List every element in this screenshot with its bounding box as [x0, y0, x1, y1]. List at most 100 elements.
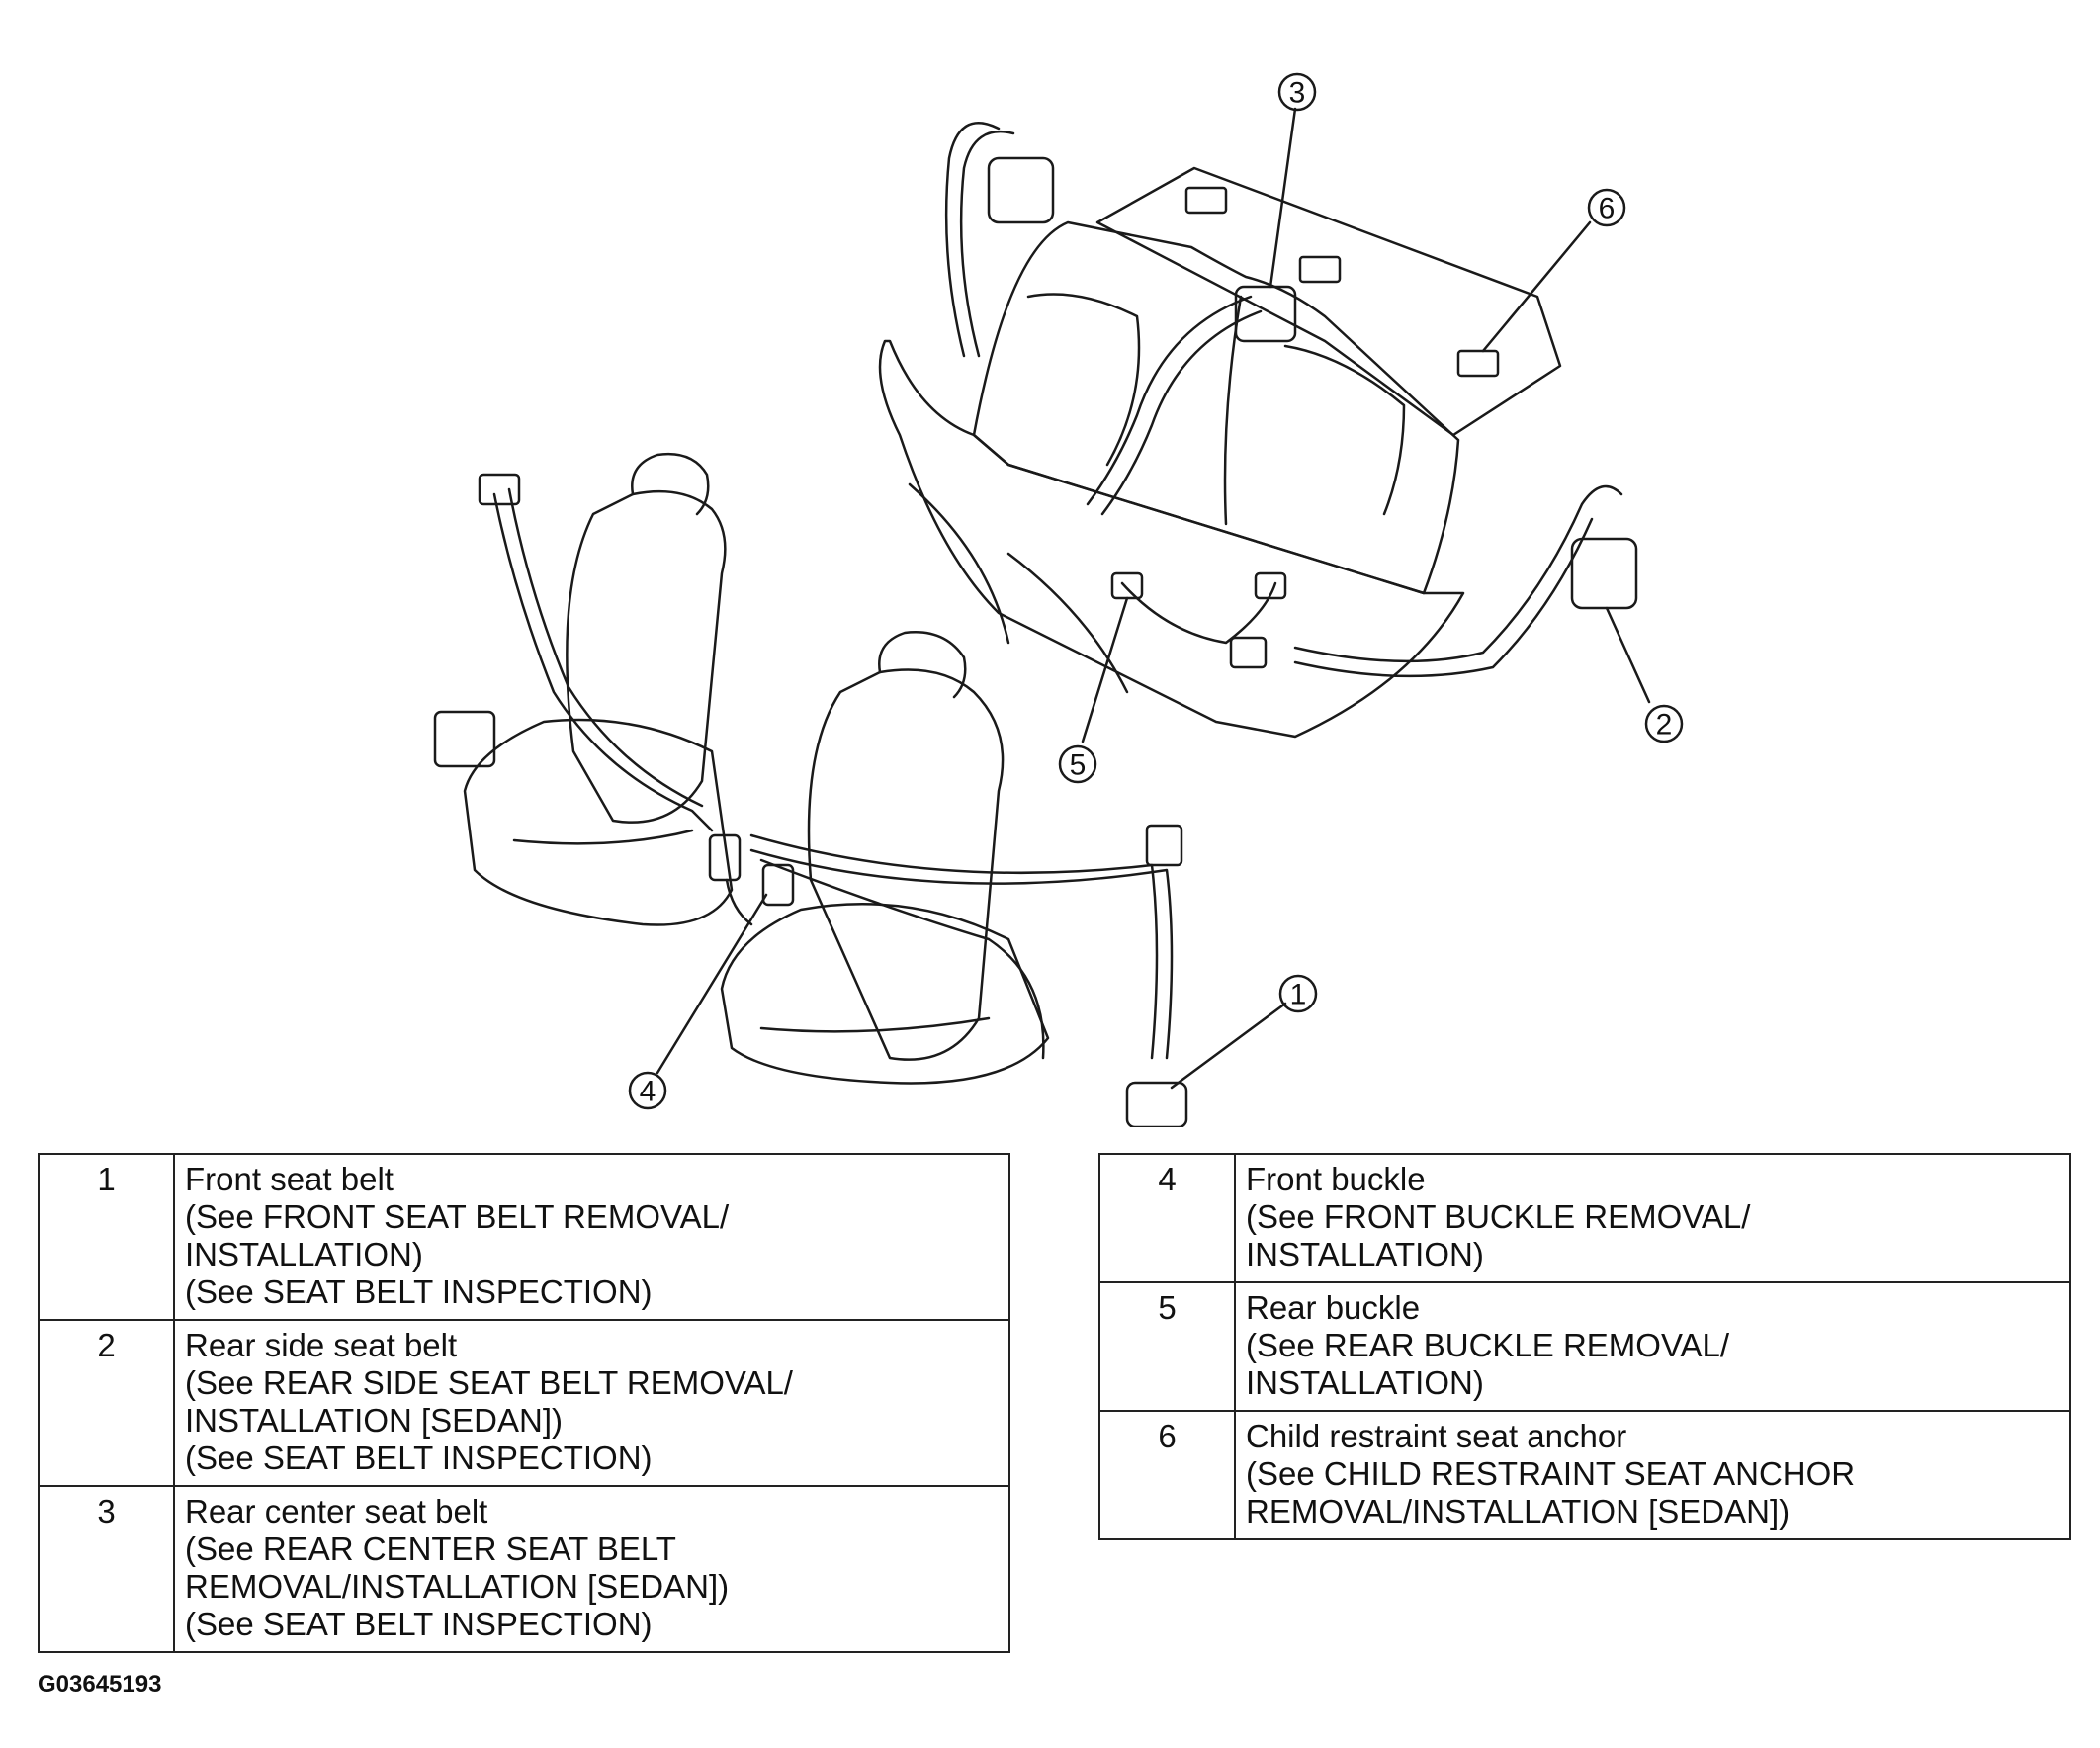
table-row: 5 Rear buckle (See REAR BUCKLE REMOVAL/ … [1098, 1281, 2071, 1412]
item-number: 3 [38, 1485, 175, 1653]
reference-text: (See FRONT SEAT BELT REMOVAL/ [185, 1198, 730, 1235]
rear-buckle-1-tongue [1110, 571, 1144, 600]
front-seat-right-back [807, 668, 1005, 1061]
callout-circle-6 [1587, 188, 1626, 227]
leader-3 [1269, 107, 1297, 289]
rear-cushion-seam-1 [908, 482, 1010, 645]
rear-seatback [972, 220, 1460, 595]
front-buckle-strap [725, 878, 753, 926]
front-seat-left-seam [512, 829, 694, 845]
leader-2 [1605, 606, 1651, 704]
reference-text: (See SEAT BELT INSPECTION) [185, 1606, 653, 1642]
front-seat-right-headrest [878, 631, 967, 699]
item-number: 5 [1098, 1281, 1236, 1412]
item-name: Rear center seat belt [185, 1493, 488, 1530]
rear-package-tray [1095, 166, 1562, 437]
front-seat-belt-left [492, 492, 714, 832]
item-description: Rear side seat belt (See REAR SIDE SEAT … [173, 1319, 1010, 1487]
front-seat-belt-left-retractor [433, 710, 496, 768]
rear-buckle-1 [1120, 581, 1277, 645]
item-number: 6 [1098, 1410, 1236, 1540]
callout-label-1: 1 [1290, 979, 1307, 1011]
reference-text: (See REAR SIDE SEAT BELT REMOVAL/ [185, 1364, 793, 1401]
front-seat-belt-right-b [749, 848, 1174, 1060]
rear-seatback-left-panel [1026, 293, 1141, 467]
item-description: Front buckle (See FRONT BUCKLE REMOVAL/ … [1234, 1153, 2071, 1283]
callout-circle-3 [1277, 72, 1317, 112]
item-description: Child restraint seat anchor (See CHILD R… [1234, 1410, 2071, 1540]
front-seat-right-cushion [720, 903, 1050, 1085]
reference-text: (See FRONT BUCKLE REMOVAL/ [1246, 1198, 1751, 1235]
item-number: 2 [38, 1319, 175, 1487]
figure-id: G03645193 [38, 1671, 162, 1698]
reference-text: INSTALLATION) [1246, 1236, 1484, 1272]
item-number: 1 [38, 1153, 175, 1321]
front-seat-left-headrest [631, 452, 710, 516]
callout-label-4: 4 [640, 1076, 656, 1108]
item-name: Child restraint seat anchor [1246, 1418, 1627, 1454]
table-row: 4 Front buckle (See FRONT BUCKLE REMOVAL… [1098, 1153, 2071, 1283]
item-name: Front seat belt [185, 1161, 394, 1197]
table-row: 2 Rear side seat belt (See REAR SIDE SEA… [38, 1319, 1010, 1487]
item-number: 4 [1098, 1153, 1236, 1283]
item-description: Front seat belt (See FRONT SEAT BELT REM… [173, 1153, 1010, 1321]
callout-circle-1 [1278, 974, 1318, 1013]
table-row: 3 Rear center seat belt (See REAR CENTER… [38, 1485, 1010, 1653]
reference-text: INSTALLATION) [185, 1236, 423, 1272]
item-name: Front buckle [1246, 1161, 1426, 1197]
callout-circle-2 [1644, 704, 1684, 743]
reference-text: REMOVAL/INSTALLATION [SEDAN]) [1246, 1493, 1791, 1530]
leader-5 [1081, 596, 1129, 743]
table-row: 1 Front seat belt (See FRONT SEAT BELT R… [38, 1153, 1010, 1321]
seat-belt-diagram: 1 2 3 4 5 6 [433, 72, 1684, 1127]
callout-label-2: 2 [1656, 709, 1673, 742]
reference-text: INSTALLATION) [1246, 1364, 1484, 1401]
rear-center-retractor [1234, 285, 1297, 343]
rear-left-retractor [987, 156, 1055, 224]
rear-center-belt-b [1100, 309, 1263, 516]
parts-table-right: 4 Front buckle (See FRONT BUCKLE REMOVAL… [1098, 1153, 2071, 1540]
parts-table-left: 1 Front seat belt (See FRONT SEAT BELT R… [38, 1153, 1010, 1653]
rear-center-belt [1086, 295, 1253, 506]
child-anchor-2 [1298, 255, 1342, 284]
child-anchor-1 [1184, 186, 1228, 215]
item-description: Rear center seat belt (See REAR CENTER S… [173, 1485, 1010, 1653]
front-seat-left-cushion [463, 718, 734, 926]
reference-text: (See REAR BUCKLE REMOVAL/ [1246, 1327, 1730, 1363]
front-seat-belt-right [749, 833, 1159, 1060]
reference-text: (See CHILD RESTRAINT SEAT ANCHOR [1246, 1455, 1856, 1492]
rear-buckle-2 [1229, 636, 1268, 669]
front-seat-right-seam [759, 1016, 991, 1033]
callout-label-5: 5 [1070, 749, 1087, 782]
reference-text: (See REAR CENTER SEAT BELT [185, 1530, 676, 1567]
rear-cushion-seam-2 [1006, 552, 1129, 694]
reference-text: REMOVAL/INSTALLATION [SEDAN]) [185, 1568, 730, 1605]
item-description: Rear buckle (See REAR BUCKLE REMOVAL/ IN… [1234, 1281, 2071, 1412]
callout-label-3: 3 [1289, 77, 1306, 110]
rear-left-belt-b [959, 131, 1015, 358]
rear-seatback-right-panel [1283, 344, 1406, 516]
callout-label-6: 6 [1599, 193, 1616, 225]
item-name: Rear side seat belt [185, 1327, 458, 1363]
child-anchor-3 [1456, 349, 1500, 378]
callout-circle-4 [628, 1071, 667, 1110]
rear-seatback-divider [1223, 295, 1243, 526]
reference-text: (See SEAT BELT INSPECTION) [185, 1273, 653, 1310]
front-seat-belt-left-b [507, 487, 704, 808]
rear-buckle-1-tongue-b [1254, 571, 1287, 600]
front-buckle-right [761, 863, 795, 907]
front-seat-belt-right-retractor [1125, 1081, 1188, 1127]
rear-right-belt [1293, 484, 1623, 663]
front-seat-belt-left-anchor [478, 473, 521, 506]
rear-right-belt-b [1293, 517, 1594, 678]
callout-circle-5 [1058, 744, 1097, 784]
leader-6 [1481, 220, 1592, 353]
reference-text: (See SEAT BELT INSPECTION) [185, 1440, 653, 1476]
rear-seat-cushion [878, 339, 1465, 739]
leader-4 [656, 893, 768, 1075]
table-row: 6 Child restraint seat anchor (See CHILD… [1098, 1410, 2071, 1540]
front-seat-belt-right-anchor [1145, 824, 1183, 867]
reference-text: INSTALLATION [SEDAN]) [185, 1402, 564, 1439]
front-buckle-left [708, 833, 742, 882]
rear-left-belt [944, 122, 1001, 358]
